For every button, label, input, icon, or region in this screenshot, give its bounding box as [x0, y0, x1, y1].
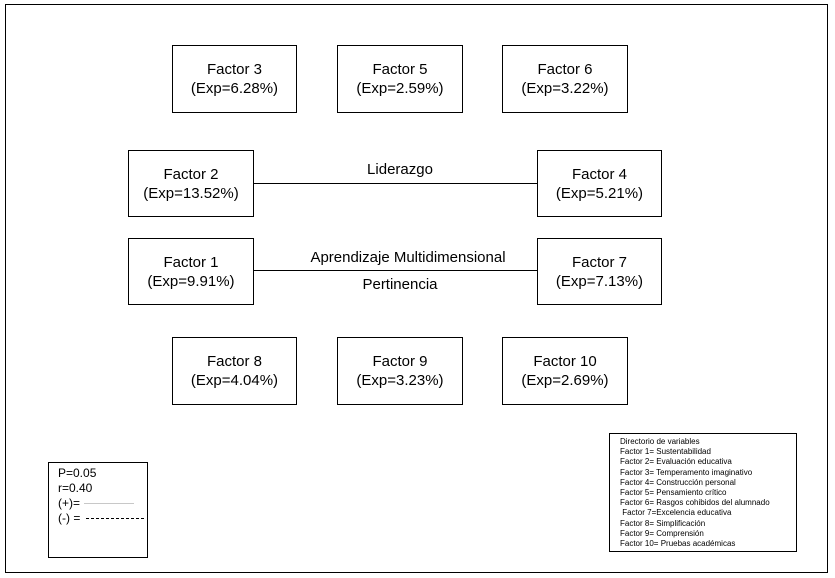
legend-p-value: P=0.05 [58, 466, 97, 480]
directory-item: Factor 5= Pensamiento crítico [620, 488, 727, 498]
directory-item: Factor 2= Evaluación educativa [620, 457, 732, 467]
factor-4-name: Factor 4 [571, 165, 628, 183]
factor-5-name: Factor 5 [372, 61, 428, 78]
legend-negative-label: (-) = [58, 511, 81, 525]
directory-item: Factor 8= Simplificación [620, 518, 706, 528]
factor-10-exp: (Exp=2.69%) [521, 372, 609, 389]
factor-5-exp: (Exp=2.59%) [356, 80, 444, 97]
legend-positive: (+)= [58, 496, 147, 511]
diagram-frame [5, 4, 828, 573]
directory-item: Factor 6= Rasgos cohibidos del alumnado [620, 498, 770, 508]
legend-positive-label: (+)= [58, 496, 81, 510]
factor-4-exp: (Exp=5.21%) [555, 184, 644, 202]
factor-3-box: Factor 3 (Exp=6.28%) [172, 45, 297, 113]
factor-3-exp: (Exp=6.28%) [190, 80, 279, 97]
factor-2-exp: (Exp=13.52%) [143, 184, 239, 202]
factor-9-exp: (Exp=3.23%) [356, 372, 444, 389]
factor-7-box: Factor 7 (Exp=7.13%) [537, 238, 662, 305]
factor-2-name: Factor 2 [163, 165, 219, 183]
legend-negative: (-) = [58, 511, 147, 526]
variable-directory: Directorio de variables Factor 1= Susten… [609, 433, 797, 552]
factor-10-box: Factor 10 (Exp=2.69%) [502, 337, 628, 405]
solid-line-swatch [84, 503, 135, 504]
factor-9-box: Factor 9 (Exp=3.23%) [337, 337, 463, 405]
factor-8-name: Factor 8 [206, 353, 263, 370]
factor-2-box: Factor 2 (Exp=13.52%) [128, 150, 254, 217]
factor-10-name: Factor 10 [533, 353, 597, 370]
directory-item: Factor 1= Sustentabilidad [620, 447, 711, 457]
factor-1-box: Factor 1 (Exp=9.91%) [128, 238, 254, 305]
factor-1-name: Factor 1 [163, 253, 219, 271]
factor-6-exp: (Exp=3.22%) [521, 80, 609, 97]
factor-4-box: Factor 4 (Exp=5.21%) [537, 150, 662, 217]
directory-item: Factor 4= Construcción personal [620, 477, 736, 487]
factor-8-box: Factor 8 (Exp=4.04%) [172, 337, 297, 405]
factor-1-exp: (Exp=9.91%) [147, 272, 235, 290]
factor-8-exp: (Exp=4.04%) [190, 372, 279, 389]
liderazgo-link-line [253, 183, 538, 184]
directory-item: Factor 10= Pruebas académicas [620, 539, 736, 549]
directory-item: Factor 9= Comprensión [620, 528, 704, 538]
factor-1-7-link-line [253, 270, 538, 271]
factor-5-box: Factor 5 (Exp=2.59%) [337, 45, 463, 113]
factor-6-box: Factor 6 (Exp=3.22%) [502, 45, 628, 113]
directory-item: Factor 3= Temperamento imaginativo [620, 467, 753, 477]
factor-7-name: Factor 7 [571, 253, 628, 271]
directory-item: Factor 7=Excelencia educativa [620, 508, 732, 518]
factor-7-exp: (Exp=7.13%) [555, 272, 644, 290]
factor-6-name: Factor 6 [537, 61, 593, 78]
legend-r-value: r=0.40 [58, 481, 93, 495]
significance-legend: P=0.05 r=0.40 (+)= (-) = [48, 462, 148, 558]
factor-3-name: Factor 3 [206, 61, 263, 78]
aprendizaje-label: Aprendizaje Multidimensional [310, 249, 506, 266]
factor-9-name: Factor 9 [372, 353, 428, 370]
directory-title: Directorio de variables [620, 437, 700, 446]
pertinencia-label: Pertinencia [362, 276, 438, 293]
liderazgo-label: Liderazgo [367, 161, 433, 178]
dashed-line-swatch [86, 518, 145, 519]
